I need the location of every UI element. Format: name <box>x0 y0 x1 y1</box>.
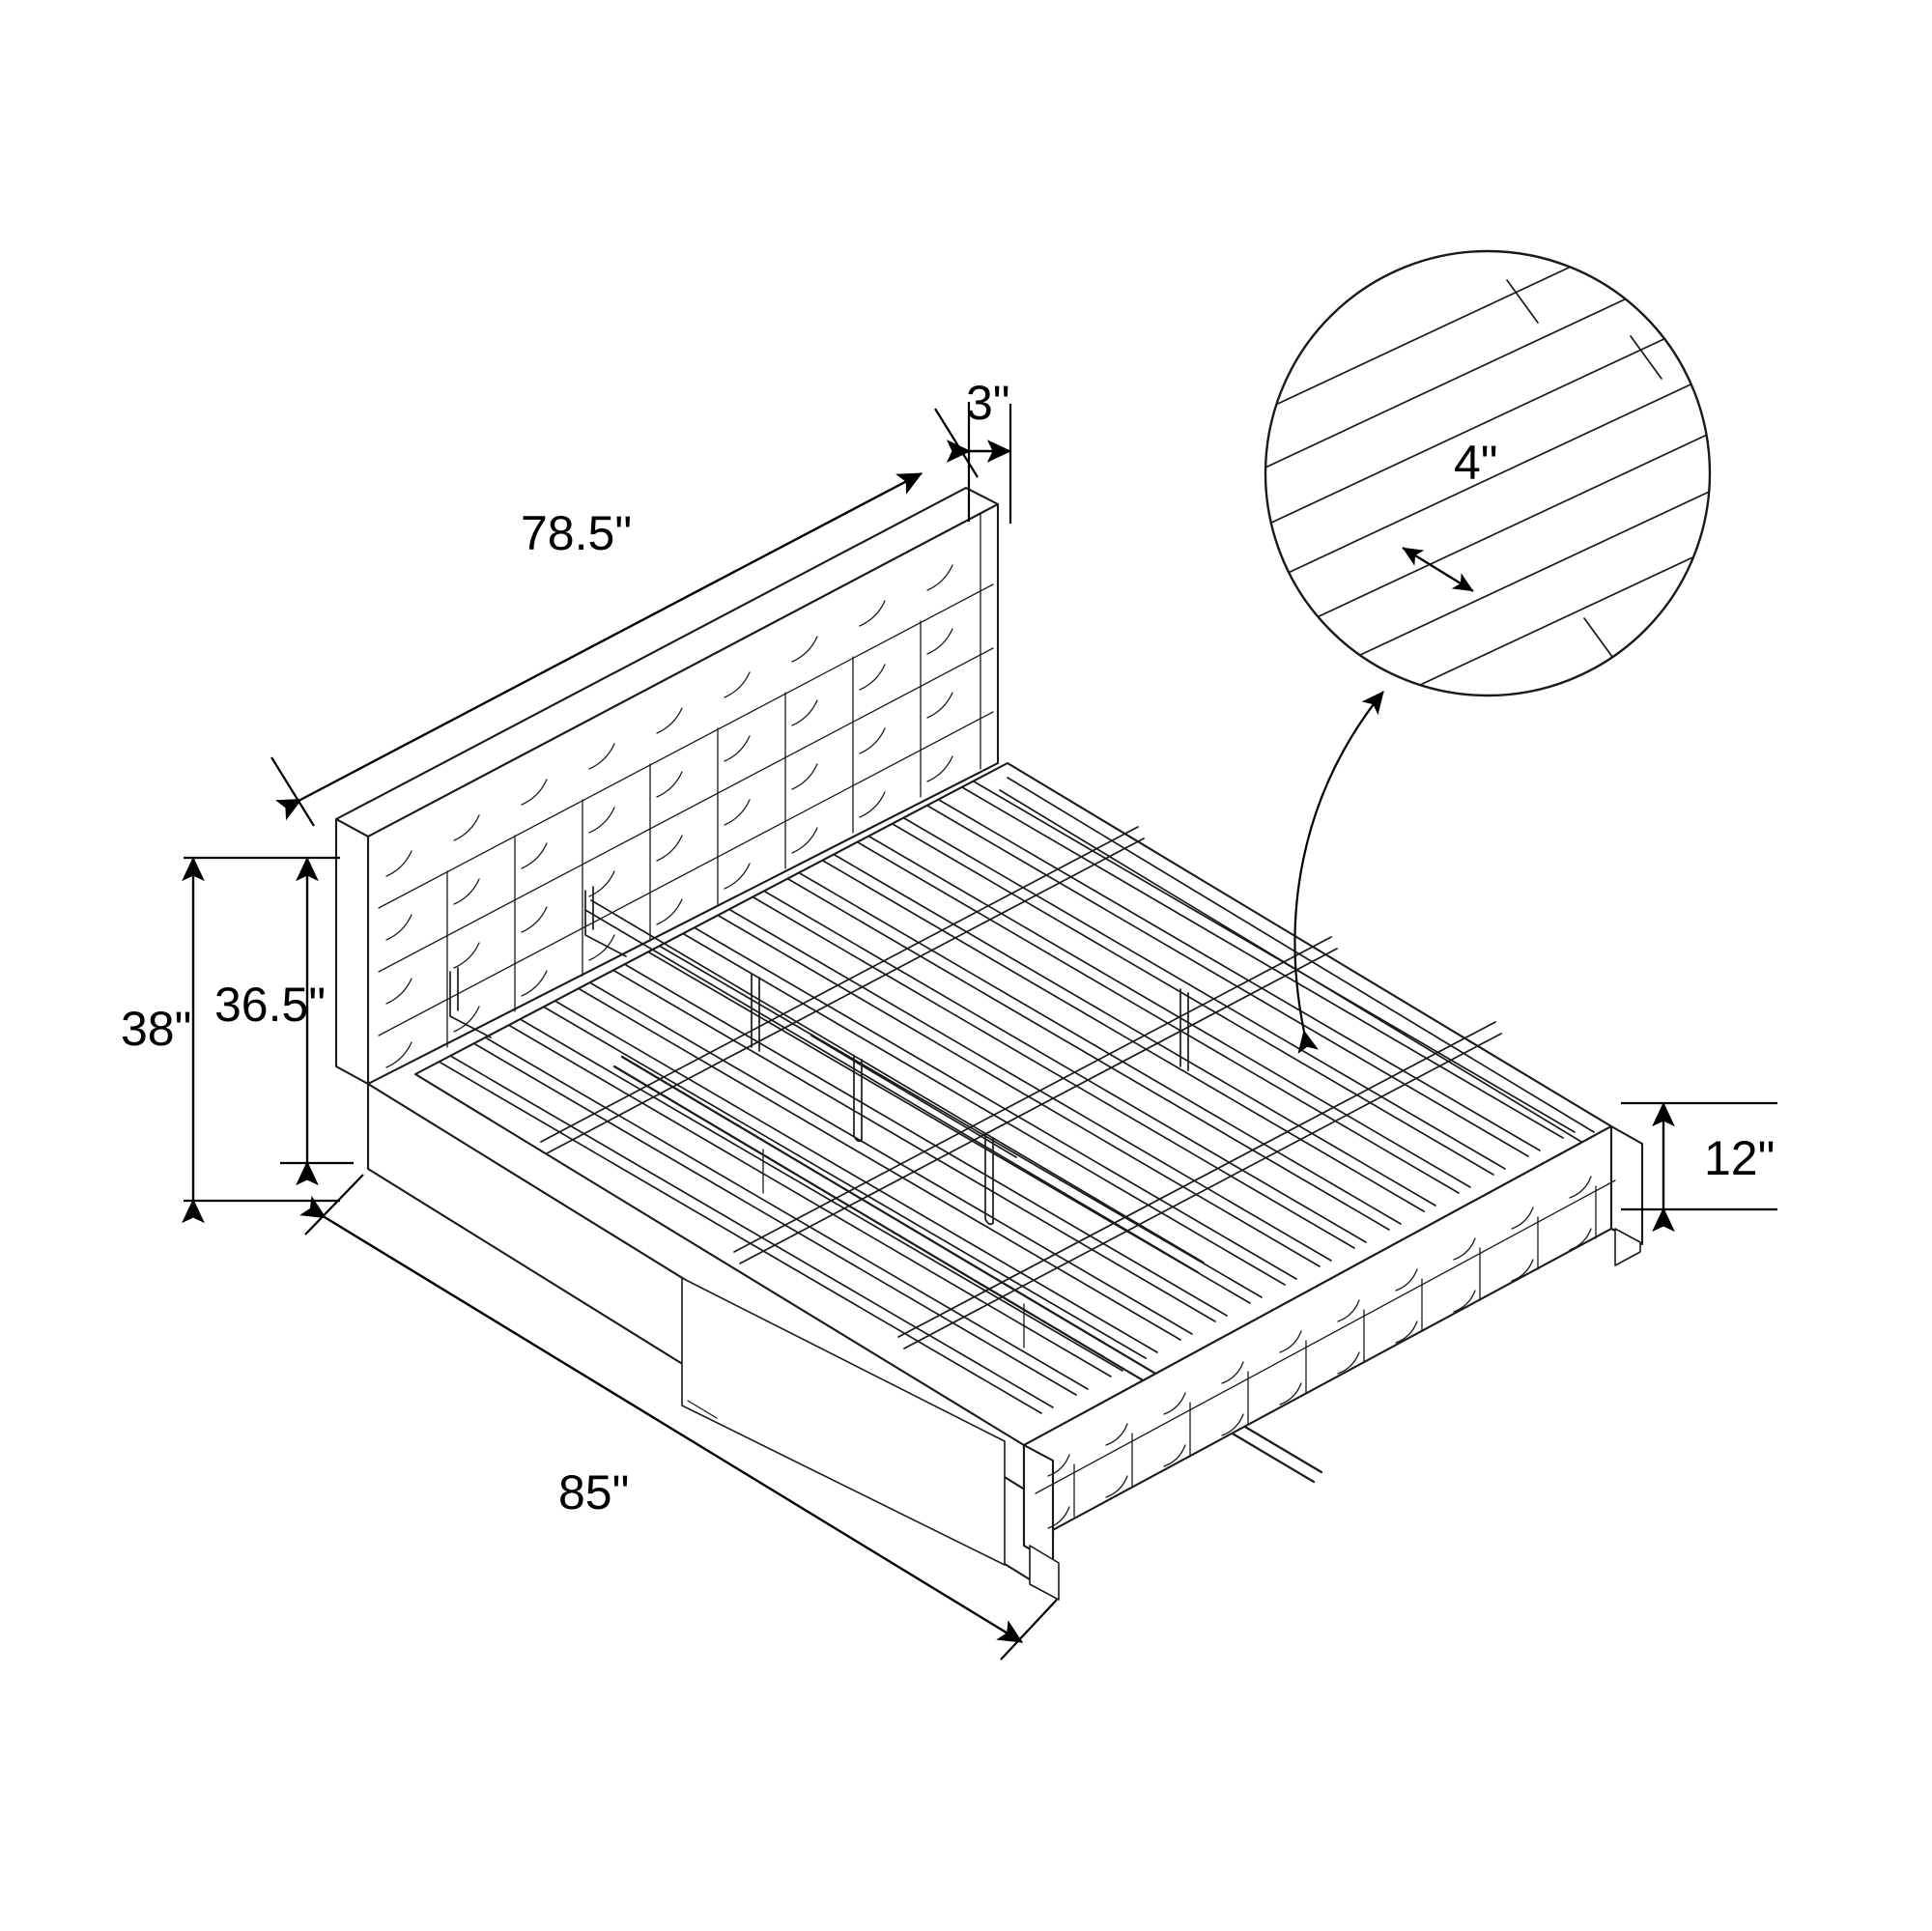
slat-straps <box>540 826 1502 1349</box>
dimension-label-headboard-thickness: 3" <box>966 376 1010 430</box>
dimension-label-slat-spacing: 4" <box>1454 436 1498 490</box>
dimension-label-bed-length: 85" <box>558 1465 630 1519</box>
dimension-headboard-height <box>280 856 354 1186</box>
dimension-deck-height <box>1621 1101 1777 1233</box>
dimension-label-deck-height: 12" <box>1704 1131 1776 1185</box>
detail-leader-arrow <box>1293 691 1384 1054</box>
footboard-tufting <box>1035 1176 1616 1529</box>
footboard-rail <box>1022 1124 1644 1601</box>
dimension-label-overall-height: 38" <box>121 1002 192 1056</box>
legs <box>1029 1228 1641 1601</box>
cross-braces <box>584 899 1205 1273</box>
dimension-bed-length <box>299 1174 1058 1661</box>
detail-callout-circle <box>1264 249 1712 697</box>
dimension-label-headboard-width: 78.5" <box>521 506 633 560</box>
dimension-label-headboard-height: 36.5" <box>214 978 327 1032</box>
dimension-headboard-thickness <box>946 402 1012 524</box>
rail-brackets <box>449 886 627 1038</box>
